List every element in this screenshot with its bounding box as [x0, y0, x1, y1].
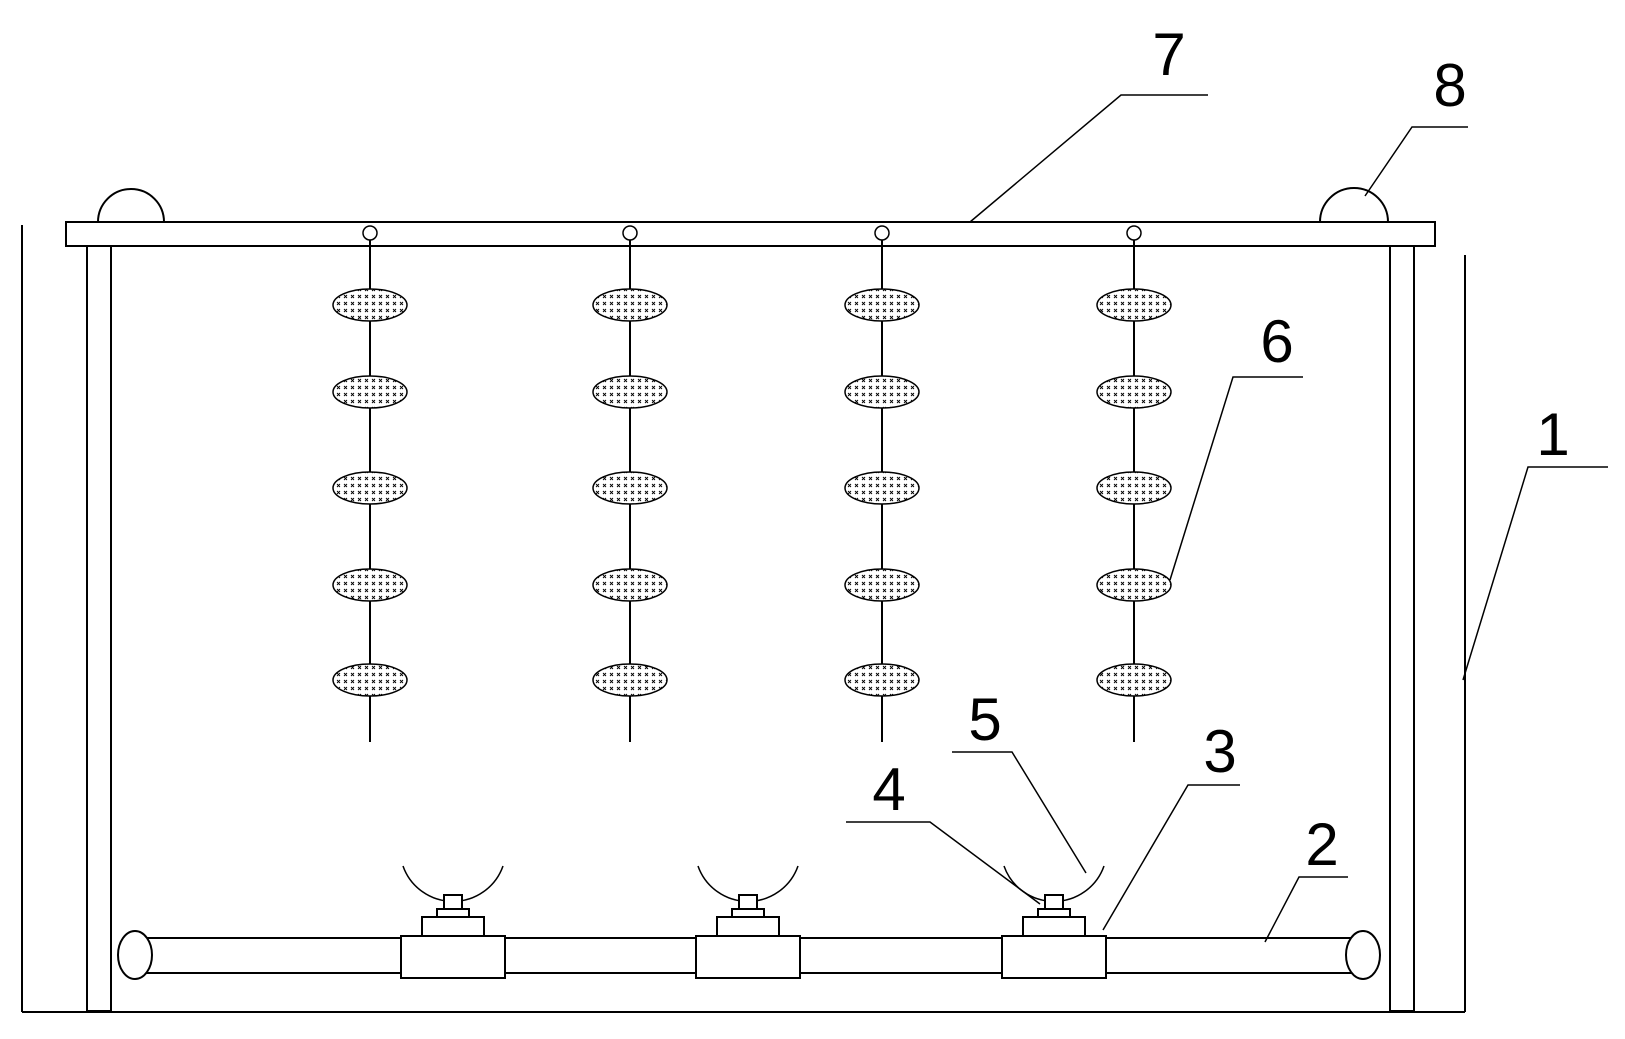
tee-fittings [400, 865, 1107, 979]
carrier [844, 471, 920, 505]
nozzle-nut [731, 908, 765, 918]
leader-7 [969, 94, 1208, 223]
hook-ring [362, 225, 378, 241]
callout-6: 6 [1260, 308, 1293, 375]
tee-fitting-1 [400, 865, 506, 979]
carrier [844, 663, 920, 697]
callout-8: 8 [1433, 52, 1466, 119]
leader-6 [1169, 376, 1303, 581]
carrier [592, 663, 668, 697]
carrier [592, 288, 668, 322]
leader-lines [846, 94, 1608, 943]
carrier [844, 375, 920, 409]
right-knob [1318, 187, 1390, 223]
right-post [1389, 245, 1415, 1012]
leader-1 [1462, 466, 1608, 681]
tee-fitting-3 [1001, 865, 1107, 979]
callout-3: 3 [1203, 718, 1236, 785]
carrier [1096, 568, 1172, 602]
callout-7: 7 [1152, 21, 1185, 88]
carrier [332, 663, 408, 697]
hook-ring [622, 225, 638, 241]
pipe-assembly [117, 865, 1381, 980]
left-knob [96, 188, 166, 223]
carrier [332, 471, 408, 505]
hanging-rods [332, 225, 1172, 742]
nozzle [443, 894, 463, 910]
carrier [332, 288, 408, 322]
carrier [592, 568, 668, 602]
callout-5: 5 [968, 686, 1001, 753]
carrier [592, 375, 668, 409]
carrier [1096, 375, 1172, 409]
tee-body [695, 935, 801, 979]
carrier [592, 471, 668, 505]
callout-2: 2 [1305, 811, 1338, 878]
hanging-rod-4 [1096, 225, 1172, 742]
leader-2 [1264, 876, 1348, 943]
tee-neck [421, 916, 485, 938]
hanging-rod-1 [332, 225, 408, 742]
hook-ring [1126, 225, 1142, 241]
tee-neck [1022, 916, 1086, 938]
nozzle-nut [436, 908, 470, 918]
carrier [1096, 471, 1172, 505]
leader-8 [1364, 126, 1468, 197]
nozzle [1044, 894, 1064, 910]
hanging-rod-2 [592, 225, 668, 742]
tank [21, 225, 1466, 1013]
leader-4 [846, 821, 1041, 905]
leader-5 [952, 751, 1087, 874]
tee-fitting-2 [695, 865, 801, 979]
left-post [86, 245, 112, 1012]
callout-4: 4 [872, 756, 905, 823]
pipe-end-right [1345, 930, 1381, 980]
top-rail [65, 221, 1436, 247]
nozzle-nut [1037, 908, 1071, 918]
tee-body [400, 935, 506, 979]
carrier [332, 375, 408, 409]
hook-ring [874, 225, 890, 241]
tee-neck [716, 916, 780, 938]
callout-numbers: 1 2 3 4 5 6 7 8 [872, 21, 1569, 878]
carrier [844, 568, 920, 602]
carrier [1096, 288, 1172, 322]
tee-body [1001, 935, 1107, 979]
callout-1: 1 [1536, 401, 1569, 468]
carrier [332, 568, 408, 602]
leader-3 [1102, 784, 1240, 931]
carrier [1096, 663, 1172, 697]
pipe-end-left [117, 930, 153, 980]
nozzle [738, 894, 758, 910]
carrier [844, 288, 920, 322]
hanging-rod-3 [844, 225, 920, 742]
